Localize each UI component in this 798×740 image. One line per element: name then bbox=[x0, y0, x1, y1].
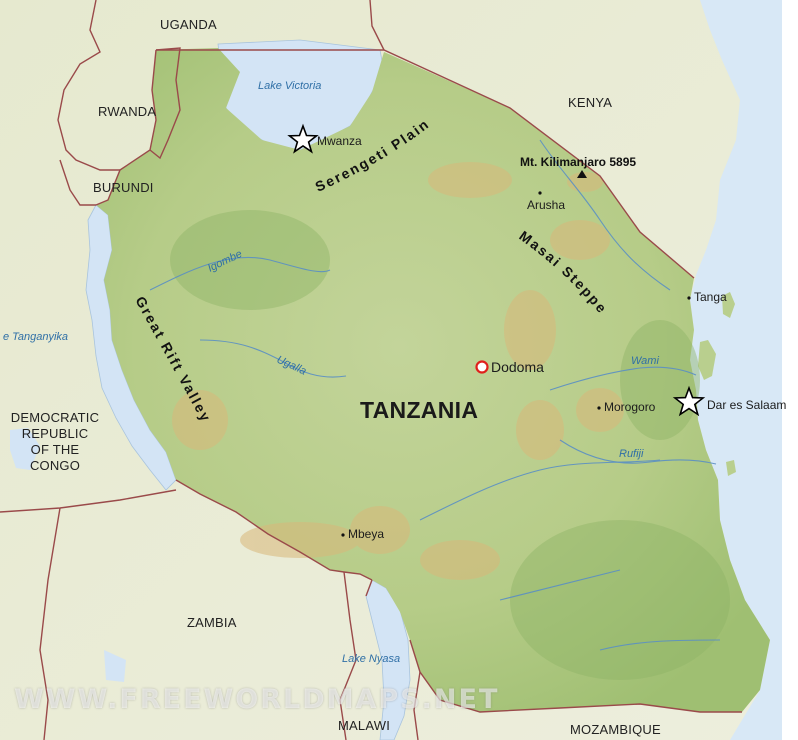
lowland-shading bbox=[170, 210, 730, 680]
city-label-mbeya: Mbeya bbox=[348, 527, 385, 541]
watermark: WWW.FREEWORLDMAPS.NET bbox=[14, 684, 500, 715]
lake-nyasa-label: Lake Nyasa bbox=[342, 653, 401, 665]
frame-right bbox=[782, 0, 798, 740]
country-label-malawi: MALAWI bbox=[338, 718, 391, 733]
tanzania-land bbox=[96, 48, 770, 712]
relief-shading bbox=[172, 162, 624, 580]
lake-victoria-label: Lake Victoria bbox=[258, 80, 322, 92]
lake-bangweulu-shape bbox=[104, 650, 126, 682]
city-label-tanga: Tanga bbox=[694, 290, 727, 304]
city-label-morogoro: Morogoro bbox=[604, 400, 656, 414]
borders bbox=[0, 0, 742, 740]
city-dot-arusha bbox=[538, 191, 542, 195]
triangle-icon bbox=[577, 170, 587, 178]
country-label-uganda: UGANDA bbox=[160, 17, 217, 32]
kilimanjaro-label: Mt. Kilimanjaro 5895 bbox=[520, 155, 637, 169]
rufiji-river-label: Rufiji bbox=[619, 448, 644, 460]
city-dot-tanga bbox=[687, 296, 691, 300]
wami-river-label: Wami bbox=[631, 355, 659, 367]
city-dot-mbeya bbox=[341, 533, 345, 537]
map-markers bbox=[287, 123, 706, 537]
pemba-island bbox=[722, 292, 735, 318]
star-icon bbox=[287, 123, 319, 154]
country-label-zambia: ZAMBIA bbox=[187, 615, 237, 630]
city-label-dar-es-salaam: Dar es Salaam bbox=[707, 398, 787, 412]
country-label-rwanda: RWANDA bbox=[98, 104, 157, 119]
city-label-dodoma: Dodoma bbox=[491, 359, 544, 375]
city-label-mwanza: Mwanza bbox=[317, 134, 362, 148]
indian-ocean bbox=[690, 0, 782, 740]
country-label-drc: DEMOCRATIC REPUBLIC OF THE CONGO bbox=[10, 410, 100, 473]
city-dot-morogoro bbox=[597, 406, 601, 410]
city-label-arusha: Arusha bbox=[527, 198, 566, 212]
lake-mweru-shape bbox=[10, 428, 40, 470]
country-label-tanzania: TANZANIA bbox=[360, 397, 479, 423]
zanzibar-island bbox=[698, 340, 716, 380]
star-icon bbox=[672, 385, 706, 417]
lake-tanganyika-label: e Tanganyika bbox=[3, 331, 69, 343]
mafia-island bbox=[726, 460, 736, 476]
country-label-kenya: KENYA bbox=[568, 95, 613, 110]
circle-icon bbox=[475, 360, 489, 374]
rivers bbox=[149, 139, 721, 651]
country-label-mozambique: MOZAMBIQUE bbox=[570, 722, 661, 737]
country-label-burundi: BURUNDI bbox=[93, 180, 154, 195]
